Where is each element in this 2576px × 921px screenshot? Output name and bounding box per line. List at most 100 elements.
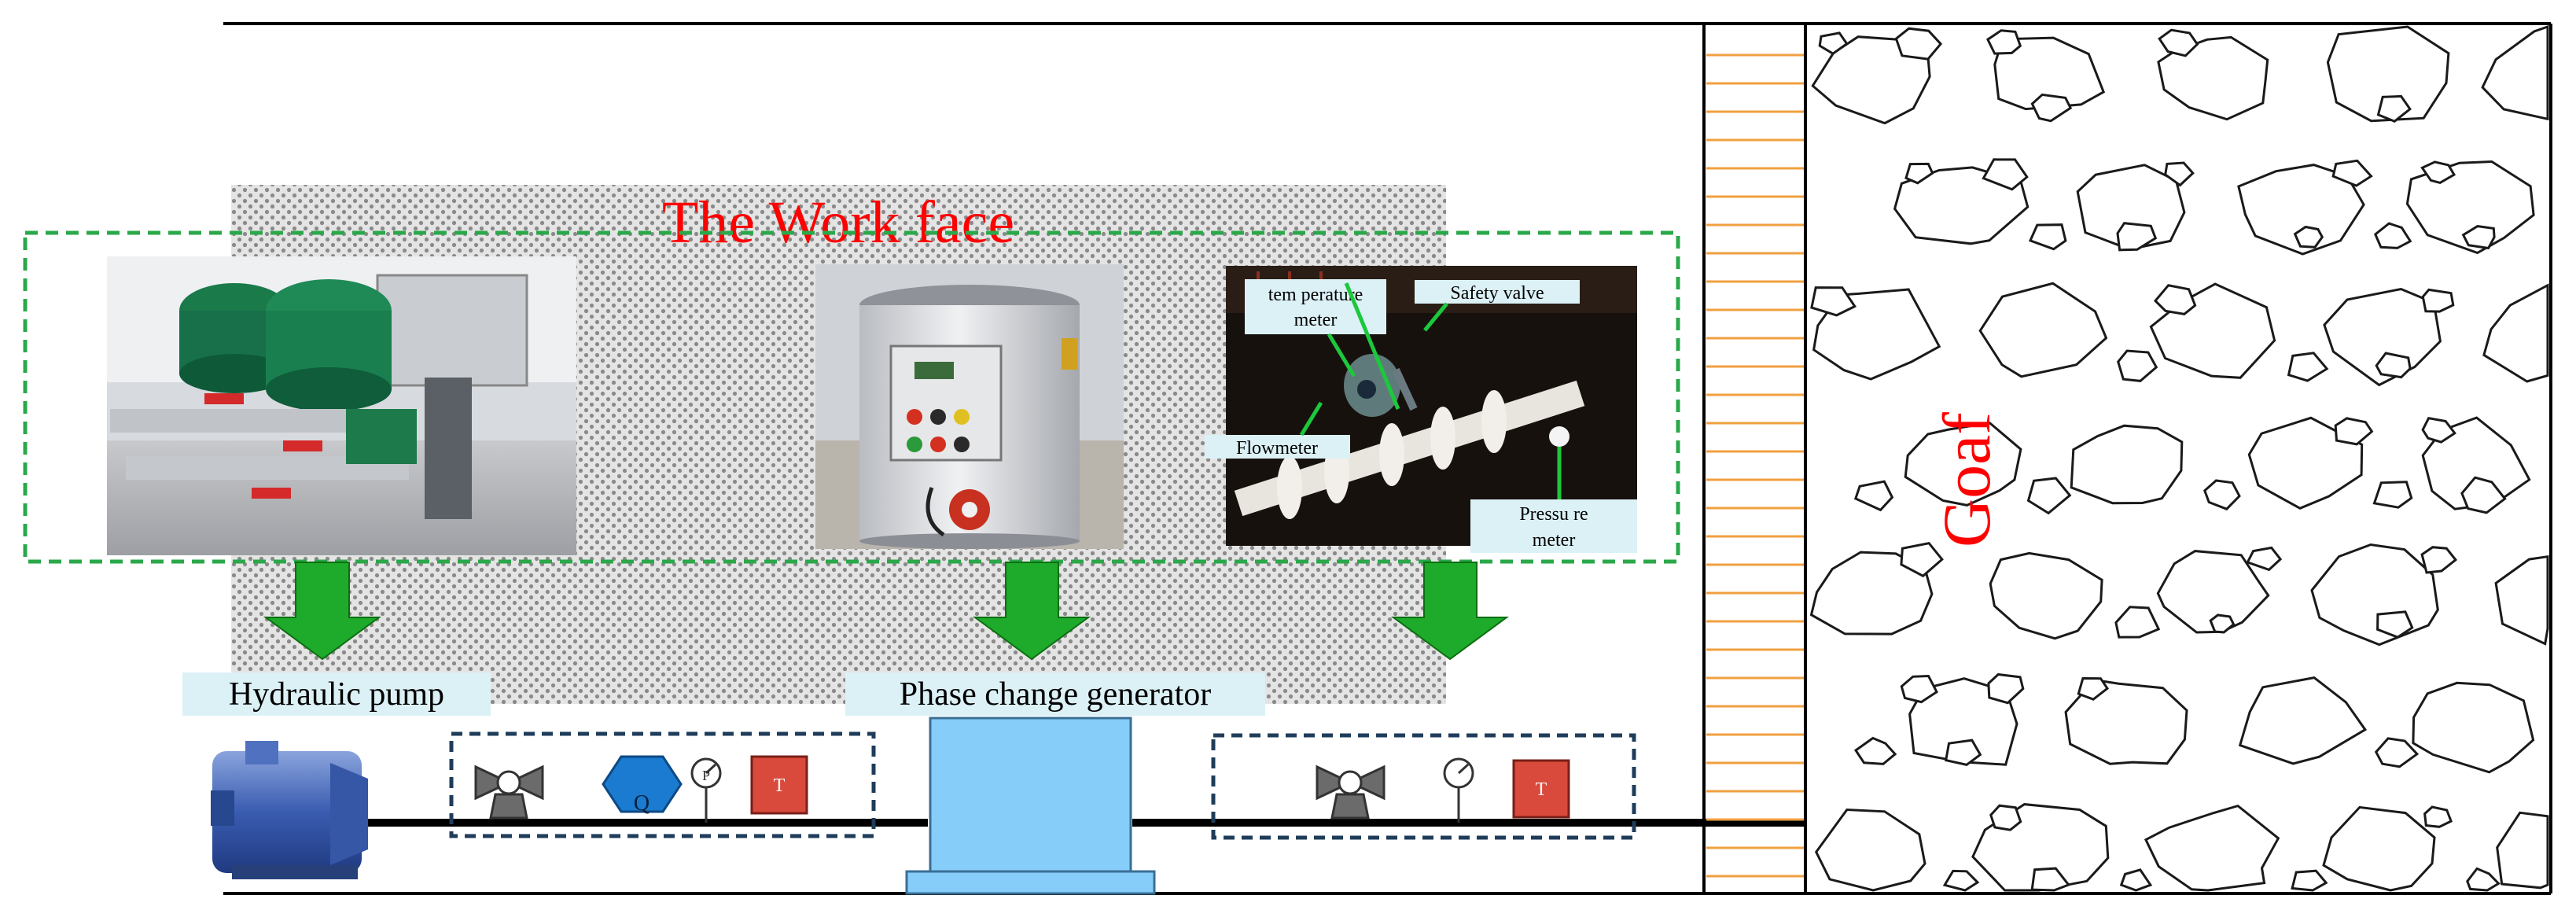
goaf-rock-small [1853, 736, 1897, 765]
goaf-rock-small [2291, 869, 2328, 892]
goaf-rock-small [2119, 868, 2153, 892]
goaf-rock-small [2460, 476, 2507, 514]
phase-change-generator-symbol [905, 717, 1156, 895]
hydraulic-pump-photo [107, 256, 576, 555]
goaf-rock [2070, 424, 2184, 505]
goaf-rock [2482, 283, 2549, 383]
phase-change-generator-label: Phase change generator [900, 676, 1211, 713]
temperature-meter-leader-2 [1344, 282, 1400, 410]
goaf-rock-small [2114, 606, 2161, 639]
goaf-rock-small [2376, 610, 2414, 639]
flow-meter-label: Flowmeter [1236, 438, 1318, 459]
goaf-rock [1989, 551, 2103, 640]
goaf-rock-small [2374, 737, 2420, 768]
temperature-sensor-symbol-left: T [750, 755, 808, 815]
temperature-sensor-t-label-left: T [774, 775, 786, 796]
goaf-rock-small [1982, 158, 2029, 191]
work-face-title: The Work face [662, 190, 1014, 256]
goaf-rock [2157, 35, 2269, 121]
goaf-area [1807, 24, 2552, 893]
goaf-rock-small [2203, 479, 2241, 510]
pressure-meter-label-line2: meter [1533, 530, 1576, 551]
instrument-labels: tem perature meter Safety valve Flowmete… [1205, 279, 1637, 553]
flow-meter-leader [1299, 401, 1323, 437]
pressure-gauge-symbol-left: P [690, 757, 722, 823]
temperature-sensor-t-label-right: T [1536, 779, 1547, 800]
goaf-rock-small [2246, 546, 2283, 572]
instrument-group-right [1211, 733, 1636, 840]
goaf-rock-small [2116, 222, 2158, 252]
goaf-rock-small [2420, 160, 2456, 185]
goaf-rock-small [1944, 739, 1982, 767]
goaf-rock-small [2287, 352, 2329, 382]
goaf-rock-small [1942, 869, 1980, 892]
pressure-gauge-p-label: P [702, 768, 710, 783]
goaf-rock-small [2158, 28, 2199, 57]
goaf-rock-small [2373, 222, 2412, 249]
valve-symbol-right [1316, 764, 1386, 820]
equipment-group-boundary [23, 230, 1680, 564]
goaf-rock [2494, 554, 2549, 646]
goaf-rock-small [2466, 867, 2501, 892]
phase-change-generator-label-box [845, 672, 1265, 716]
goaf-rock [2481, 24, 2549, 121]
goaf-rock [1978, 282, 2108, 378]
arrow-to-generator [972, 562, 1091, 661]
goaf-rock-small [1900, 541, 1944, 578]
flow-meter-symbol: Q [602, 755, 683, 816]
goaf-rock-small [1989, 804, 2022, 831]
arrow-to-pump [263, 562, 382, 661]
goaf-rock-small [1818, 31, 1849, 55]
instrument-group-left [449, 731, 876, 838]
goaf-rock-small [2421, 417, 2456, 444]
goaf-rock-small [1904, 162, 1934, 185]
goaf-rock-small [2153, 284, 2197, 315]
temperature-meter-leader [1327, 333, 1356, 378]
goaf-rock-small [2423, 805, 2453, 828]
goaf-label: Goaf [1929, 412, 2004, 547]
arrow-to-instruments [1390, 562, 1510, 661]
pressure-gauge-symbol-right [1443, 757, 1474, 823]
goaf-rock-small [2293, 225, 2324, 249]
temperature-meter-label-line2: meter [1294, 310, 1338, 330]
goaf-rock-small [2164, 161, 2195, 187]
goaf-rock-small [2030, 93, 2073, 123]
goaf-rock [2412, 681, 2535, 774]
goaf-rock-small [2209, 613, 2236, 634]
goaf-rock [1904, 422, 2022, 507]
goaf-rock-small [2375, 352, 2412, 379]
hydraulic-pump-label-box [182, 672, 491, 716]
temperature-sensor-symbol-right: T [1512, 759, 1570, 819]
goaf-rock-small [2026, 477, 2072, 515]
goaf-rock-small [2117, 349, 2158, 382]
goaf-rock [2064, 678, 2188, 765]
goaf-rock-small [2030, 867, 2071, 892]
hydraulic-pump-symbol [211, 741, 368, 879]
goaf-rock-small [1900, 674, 1938, 704]
goaf-rock-small [2372, 481, 2413, 509]
goaf-rock-small [2334, 417, 2374, 446]
goaf-rock-small [1985, 29, 2022, 55]
safety-valve-leader [1423, 302, 1448, 332]
goaf-rock [2238, 676, 2368, 765]
hydraulic-pump-label: Hydraulic pump [229, 676, 444, 713]
goaf-rock [2326, 25, 2450, 123]
valve-symbol-left [474, 764, 544, 820]
safety-valve-label: Safety valve [1450, 283, 1544, 304]
goaf-rock-small [1853, 480, 1894, 512]
goaf-rock-small [2376, 94, 2412, 123]
goaf-rock-small [2461, 225, 2496, 250]
goaf-rock-small [2420, 546, 2458, 574]
goaf-rock-small [1894, 27, 1943, 61]
goaf-rock [2496, 811, 2549, 890]
goaf-rock-small [1810, 286, 1857, 317]
goaf-rock [2144, 804, 2280, 892]
goaf-rock [2237, 164, 2365, 256]
flow-meter-q-label: Q [634, 791, 650, 816]
goaf-rock-small [1987, 672, 2025, 705]
phase-change-generator-photo [815, 264, 1124, 549]
arrows [263, 562, 1510, 661]
goaf-rock [1814, 808, 1926, 892]
boundary-pillar [1702, 24, 1807, 893]
